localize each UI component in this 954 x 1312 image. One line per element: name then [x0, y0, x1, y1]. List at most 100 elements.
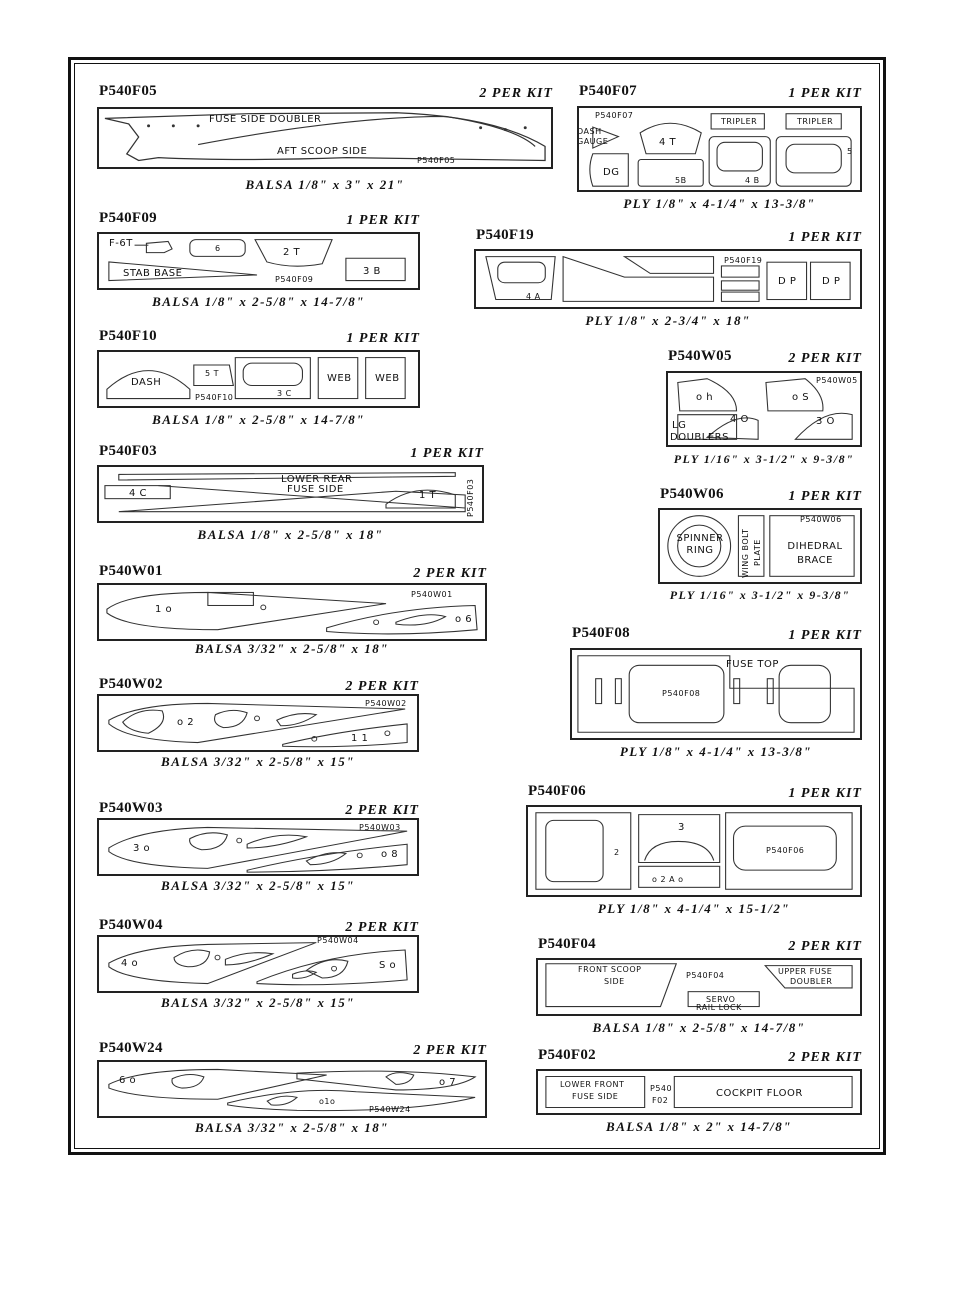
part-label: 1 o — [155, 604, 173, 615]
sheet-p540w04: P540W04 2 PER KIT 4 o P540W04 S o BALSA … — [97, 917, 419, 1015]
part-drawing — [104, 112, 546, 162]
part-drawing — [106, 357, 406, 400]
part-label: o 2 — [177, 717, 195, 728]
part-number: P540F05 — [99, 83, 157, 99]
part-label: WING BOLT — [741, 528, 750, 578]
sheet-p540w02: P540W02 2 PER KIT o 2 P540W02 1 1 BALSA … — [97, 676, 419, 774]
part-label: AFT SCOOP SIDE — [277, 146, 368, 157]
part-number: P540F02 — [538, 1047, 596, 1063]
part-number: P540F19 — [476, 227, 534, 243]
material-spec: BALSA 1/8" x 2-5/8" x 14-7/8" — [152, 412, 365, 427]
part-number: P540F03 — [99, 443, 157, 459]
part-label: D P — [822, 276, 841, 287]
part-number: P540F07 — [579, 83, 637, 99]
part-number: P540W04 — [99, 917, 163, 933]
part-label: P540W02 — [365, 699, 407, 708]
part-label: SERVO — [706, 995, 736, 1004]
material-spec: PLY 1/8" x 4-1/4" x 13-3/8" — [623, 196, 816, 211]
quantity: 1 PER KIT — [410, 446, 484, 461]
part-label: P540W01 — [411, 590, 453, 599]
part-outline: F-6T STAB BASE P540F09 2 T 3 B 6 — [97, 232, 420, 290]
quantity: 1 PER KIT — [788, 86, 862, 101]
part-label: DG — [603, 167, 620, 178]
part-number: P540F10 — [99, 328, 157, 344]
part-label: DIHEDRAL — [787, 541, 843, 552]
sheet-p540f08: P540F08 1 PER KIT FUSE TOP P540F08 PLY 1… — [570, 625, 862, 765]
part-number: P540F04 — [538, 936, 596, 952]
part-label: TRIPLER — [721, 117, 758, 126]
quantity: 2 PER KIT — [788, 939, 862, 954]
material-spec: PLY 1/8" x 2-3/4" x 18" — [585, 313, 751, 328]
part-label: RING — [686, 545, 714, 556]
sheet-p540w24: P540W24 2 PER KIT 6 o o 7 o1o P540W24 BA… — [97, 1040, 487, 1138]
part-label: FUSE TOP — [726, 659, 779, 670]
part-drawing — [106, 591, 478, 635]
part-label: 6 o — [119, 1075, 137, 1086]
part-label: P540W06 — [800, 515, 842, 524]
part-label: P540F04 — [686, 971, 725, 980]
part-label: DOUBLERS — [670, 432, 729, 443]
sheet-p540f06: P540F06 1 PER KIT 2 3 o 2 A o P540F06 PL… — [526, 783, 862, 921]
part-outline: o 2 P540W02 1 1 — [97, 694, 419, 752]
part-drawing — [485, 255, 851, 302]
material-spec: BALSA 3/32" x 2-5/8" x 15" — [161, 995, 355, 1010]
part-label: P540F10 — [195, 393, 234, 402]
sheet-p540f10: P540F10 1 PER KIT DASH 5 T P540F10 3 C W… — [97, 328, 420, 430]
quantity: 2 PER KIT — [788, 1050, 862, 1065]
quantity: 2 PER KIT — [345, 920, 419, 935]
part-label: o 8 — [381, 849, 399, 860]
part-outline: LOWER FRONT FUSE SIDE P540 F02 COCKPIT F… — [536, 1069, 862, 1115]
part-label: RAIL LOCK — [696, 1003, 742, 1012]
part-label: 4 O — [730, 414, 749, 425]
part-label: o 2 A o — [652, 875, 684, 884]
part-label: o S — [792, 392, 810, 403]
quantity: 2 PER KIT — [345, 803, 419, 818]
part-label: P540 — [650, 1084, 673, 1093]
part-drawing — [545, 963, 853, 1008]
material-spec: BALSA 3/32" x 2-5/8" x 18" — [195, 641, 389, 656]
material-spec: BALSA 1/8" x 2-5/8" x 14-7/8" — [152, 294, 365, 309]
quantity: 1 PER KIT — [788, 786, 862, 801]
part-label: 5 — [847, 147, 853, 156]
material-spec: PLY 1/16" x 3-1/2" x 9-3/8" — [669, 588, 851, 602]
material-spec: BALSA 1/8" x 2-5/8" x 18" — [197, 527, 384, 542]
part-drawing — [589, 113, 852, 187]
part-label: 5 T — [205, 369, 220, 378]
part-drawing — [535, 812, 853, 890]
sheet-p540f03: P540F03 1 PER KIT LOWER REAR FUSE SIDE 4… — [97, 443, 484, 545]
part-label: S o — [379, 960, 397, 971]
part-label: DOUBLER — [790, 977, 833, 986]
part-label: DASH — [131, 377, 162, 388]
part-outline: DASH 5 T P540F10 3 C WEB WEB — [97, 350, 420, 408]
part-label: FRONT SCOOP — [578, 965, 642, 974]
part-label: 4 o — [121, 958, 139, 969]
part-label: 5B — [675, 176, 687, 185]
part-label: 2 T — [283, 247, 301, 258]
part-label: WEB — [327, 373, 352, 384]
quantity: 1 PER KIT — [788, 628, 862, 643]
part-outline: FUSE SIDE DOUBLER AFT SCOOP SIDE P540F05 — [97, 107, 553, 169]
quantity: 2 PER KIT — [345, 679, 419, 694]
part-drawing — [104, 472, 466, 513]
part-drawing — [108, 239, 406, 282]
part-label: TRIPLER — [797, 117, 834, 126]
part-number: P540W24 — [99, 1040, 163, 1056]
material-spec: PLY 1/8" x 4-1/4" x 13-3/8" — [619, 744, 813, 759]
part-outline: P540F07 DASH GAUGE DG 4 T 5B 4 B TRIPLER… — [577, 106, 862, 192]
part-outline: 6 o o 7 o1o P540W24 — [97, 1060, 487, 1118]
part-outline: LOWER REAR FUSE SIDE 4 C 1 T P540F03 — [97, 465, 484, 523]
part-number: P540W01 — [99, 563, 163, 579]
part-label: P540F03 — [466, 478, 475, 517]
material-spec: BALSA 3/32" x 2-5/8" x 18" — [195, 1120, 389, 1135]
part-number: P540F06 — [528, 783, 586, 799]
part-drawing — [108, 942, 408, 986]
part-number: P540F09 — [99, 210, 157, 226]
material-spec: BALSA 1/8" x 3" x 21" — [245, 177, 405, 192]
part-label: FUSE SIDE — [287, 484, 344, 495]
part-label: FUSE SIDE — [572, 1092, 619, 1101]
part-label: P540W03 — [359, 823, 401, 832]
part-drawing — [577, 655, 855, 733]
part-outline: 4 o P540W04 S o — [97, 935, 419, 993]
quantity: 2 PER KIT — [788, 351, 862, 366]
part-number: P540W03 — [99, 800, 163, 816]
